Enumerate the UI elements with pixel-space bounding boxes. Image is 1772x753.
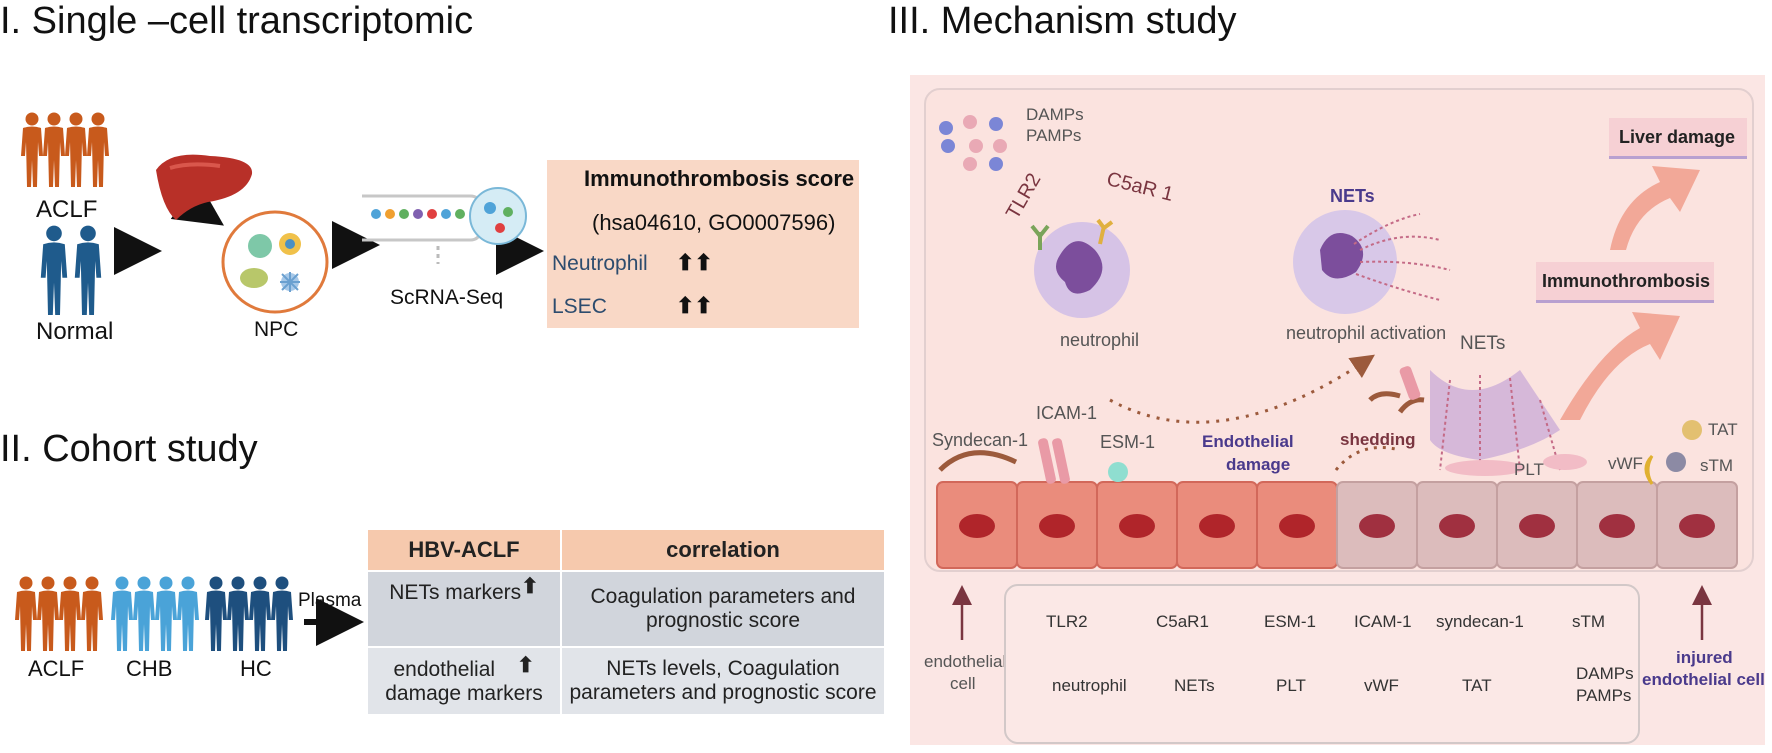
- cohort-group-hc: HC: [240, 656, 272, 681]
- legend-pamps: PAMPs: [1576, 686, 1632, 705]
- vwf-label: vWF: [1608, 454, 1643, 473]
- stm-label: sTM: [1700, 456, 1734, 475]
- table-row: NETs markers⬆ Coagulation parameters and…: [366, 570, 886, 648]
- table-row: endothelial ⬆ damage markers NETs levels…: [366, 646, 886, 716]
- neutrophil-activation-label: neutrophil activation: [1286, 323, 1447, 343]
- neutrophil-cell: [1030, 218, 1130, 318]
- immunothrombosis-score-box: [547, 160, 859, 328]
- endothelial-cell-label-1: endothelial: [924, 652, 1007, 671]
- legend-syndecan1: syndecan-1: [1436, 612, 1524, 631]
- damage-markers-label: damage markers: [385, 681, 543, 705]
- endothelial-damage-label-2: damage: [1226, 455, 1291, 474]
- legend-nets: NETs: [1174, 676, 1215, 695]
- pamps-label: PAMPs: [1026, 126, 1082, 145]
- npc-cells-circle: [221, 210, 329, 314]
- npc-label: NPC: [254, 318, 299, 341]
- injured-label-2: endothelial cell: [1642, 670, 1765, 689]
- neutrophil-label-mech: neutrophil: [1060, 330, 1140, 350]
- correlation-line: prognostic score: [645, 609, 801, 632]
- table-cell: NETs markers⬆: [366, 570, 562, 648]
- neutrophil-up-arrows: ⬆⬆: [676, 250, 713, 275]
- table-cell: NETs levels, Coagulation parameters and …: [560, 646, 886, 716]
- syndecan-label: Syndecan-1: [932, 430, 1029, 450]
- nets-top-label: NETs: [1330, 186, 1375, 206]
- endothelial-cell-label-2: cell: [950, 674, 976, 693]
- endothelial-damage-label-1: Endothelial: [1202, 432, 1294, 451]
- score-title: Immunothrombosis score: [584, 166, 855, 191]
- lsec-label: LSEC: [552, 295, 607, 318]
- legend-neutrophil: neutrophil: [1052, 676, 1127, 695]
- mechanism-legend: [1004, 584, 1640, 744]
- cohort-group-aclf: ACLF: [28, 656, 85, 681]
- legend-plt: PLT: [1276, 676, 1306, 695]
- legend-stm: sTM: [1572, 612, 1606, 631]
- damps-dots: [939, 115, 1007, 171]
- damps-label: DAMPs: [1026, 105, 1084, 124]
- endothelial-cell-layer: [936, 481, 1738, 569]
- plt-label: PLT: [1514, 460, 1544, 479]
- cohort-table: HBV-ACLF correlation NETs markers⬆ Coagu…: [366, 528, 886, 716]
- correlation-line: parameters and prognostic score: [569, 681, 877, 704]
- liver-damage-box: [1609, 118, 1747, 159]
- aclf-label: ACLF: [36, 196, 98, 223]
- table-header-correlation: correlation: [560, 528, 886, 572]
- legend-c5ar1: C5aR1: [1156, 612, 1209, 631]
- normal-label: Normal: [36, 318, 114, 345]
- nets-mesh: [1430, 370, 1587, 476]
- icam-label: ICAM-1: [1036, 403, 1098, 423]
- nets-markers-label: NETs markers: [389, 581, 522, 604]
- shedding-label: shedding: [1340, 430, 1416, 449]
- injured-label-1: injured: [1676, 648, 1733, 667]
- correlation-line: Coagulation parameters and: [590, 585, 856, 608]
- liver-icon: [156, 154, 253, 220]
- legend-vwf: vWF: [1364, 676, 1399, 695]
- nets-mid-label: NETs: [1460, 333, 1506, 354]
- up-arrow-icon: ⬆: [521, 575, 539, 598]
- table-cell: endothelial ⬆ damage markers: [366, 646, 562, 716]
- section3-title: III. Mechanism study: [888, 0, 1237, 42]
- lsec-up-arrows: ⬆⬆: [676, 293, 713, 318]
- endothelial-label: endothelial: [393, 657, 496, 681]
- scrna-seq-label: ScRNA-Seq: [390, 286, 504, 309]
- tat-label: TAT: [1708, 420, 1738, 439]
- liver-damage-label: Liver damage: [1619, 127, 1736, 147]
- legend-tat: TAT: [1462, 676, 1492, 695]
- scrna-seq-icon: [362, 187, 527, 264]
- cohort-group-chb: CHB: [126, 656, 173, 681]
- immunothrombosis-box: [1536, 262, 1714, 303]
- neutrophil-label: Neutrophil: [552, 252, 648, 275]
- section1-title: I. Single –cell transcriptomic: [0, 0, 474, 42]
- correlation-line: NETs levels, Coagulation: [606, 657, 840, 680]
- legend-esm1: ESM-1: [1264, 612, 1316, 631]
- up-arrow-icon: ⬆: [516, 653, 535, 677]
- score-ids: (hsa04610, GO0007596): [592, 210, 836, 235]
- table-header-hbv-aclf: HBV-ACLF: [366, 528, 562, 572]
- immunothrombosis-label: Immunothrombosis: [1542, 271, 1711, 291]
- table-cell: Coagulation parameters and prognostic sc…: [560, 570, 886, 648]
- legend-icam1: ICAM-1: [1354, 612, 1412, 631]
- esm-label: ESM-1: [1100, 432, 1156, 452]
- section2-title: II. Cohort study: [0, 428, 258, 470]
- legend-tlr2: TLR2: [1046, 612, 1088, 631]
- legend-damps: DAMPs: [1576, 664, 1634, 683]
- activated-neutrophil: [1293, 210, 1451, 314]
